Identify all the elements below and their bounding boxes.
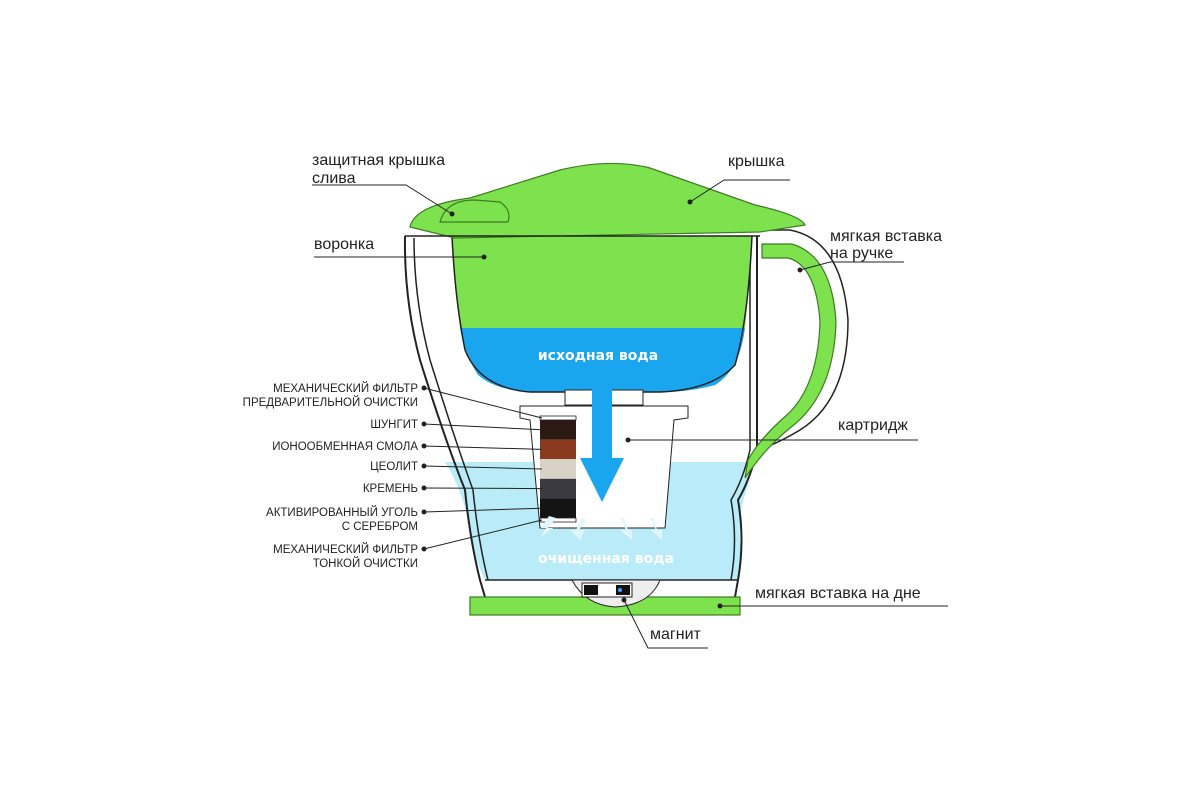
- svg-text:картридж: картридж: [838, 417, 908, 434]
- handle: [744, 229, 849, 479]
- svg-text:крышка: крышка: [728, 153, 785, 170]
- layer-callout-1: ШУНГИТ: [370, 419, 543, 431]
- callout-magnet: магнит: [621, 597, 708, 649]
- callout-cartridge: картридж: [625, 417, 918, 443]
- source-water-label: исходная вода: [538, 348, 658, 364]
- filter-layer-5: [540, 498, 576, 518]
- layer-callout-2: ИОНООБМЕННАЯ СМОЛА: [272, 441, 543, 453]
- purified-water-label: очищенная вода: [538, 551, 674, 567]
- callout-drain-cover: защитная крышка слива: [312, 152, 455, 217]
- drain-cover: [439, 199, 510, 223]
- callout-handle-insert: мягкая вставка на ручке: [797, 228, 946, 273]
- layer-label-3: ЦЕОЛИТ: [370, 461, 418, 473]
- flow-arrow-down: [580, 383, 624, 502]
- cartridge: [519, 383, 689, 540]
- callout-funnel: воронка: [314, 236, 487, 260]
- filter-layer-0: [539, 415, 577, 421]
- funnel-green: [452, 236, 752, 328]
- layer-label-2: ИОНООБМЕННАЯ СМОЛА: [272, 441, 418, 453]
- funnel-water: [460, 328, 745, 392]
- layer-label-4: КРЕМЕНЬ: [363, 483, 418, 495]
- handle-soft-insert: [744, 243, 837, 479]
- layer-callout-3: ЦЕОЛИТ: [370, 461, 543, 473]
- filter-layer-3: [540, 459, 576, 479]
- svg-text:магнит: магнит: [650, 626, 702, 643]
- layer-label-1: ШУНГИТ: [370, 419, 418, 431]
- lid: [405, 162, 806, 239]
- funnel: [451, 235, 753, 406]
- layer-callout-4: КРЕМЕНЬ: [363, 483, 543, 495]
- svg-text:мягкая вставка на ручке: мягкая вставка на ручке: [830, 228, 946, 262]
- filter-layer-column: [539, 415, 577, 523]
- svg-text:воронка: воронка: [314, 236, 374, 253]
- svg-text:защитная крышка слива: защитная крышка слива: [312, 152, 449, 187]
- svg-text:мягкая вставка на дне: мягкая вставка на дне: [755, 585, 921, 602]
- callout-lid: крышка: [687, 153, 790, 205]
- outflow-arrows: [540, 516, 662, 540]
- filter-layer-1: [540, 420, 576, 440]
- callout-bottom-insert: мягкая вставка на дне: [717, 585, 948, 609]
- filter-layer-4: [540, 478, 576, 499]
- filter-layer-2: [540, 439, 576, 460]
- base: [469, 579, 741, 616]
